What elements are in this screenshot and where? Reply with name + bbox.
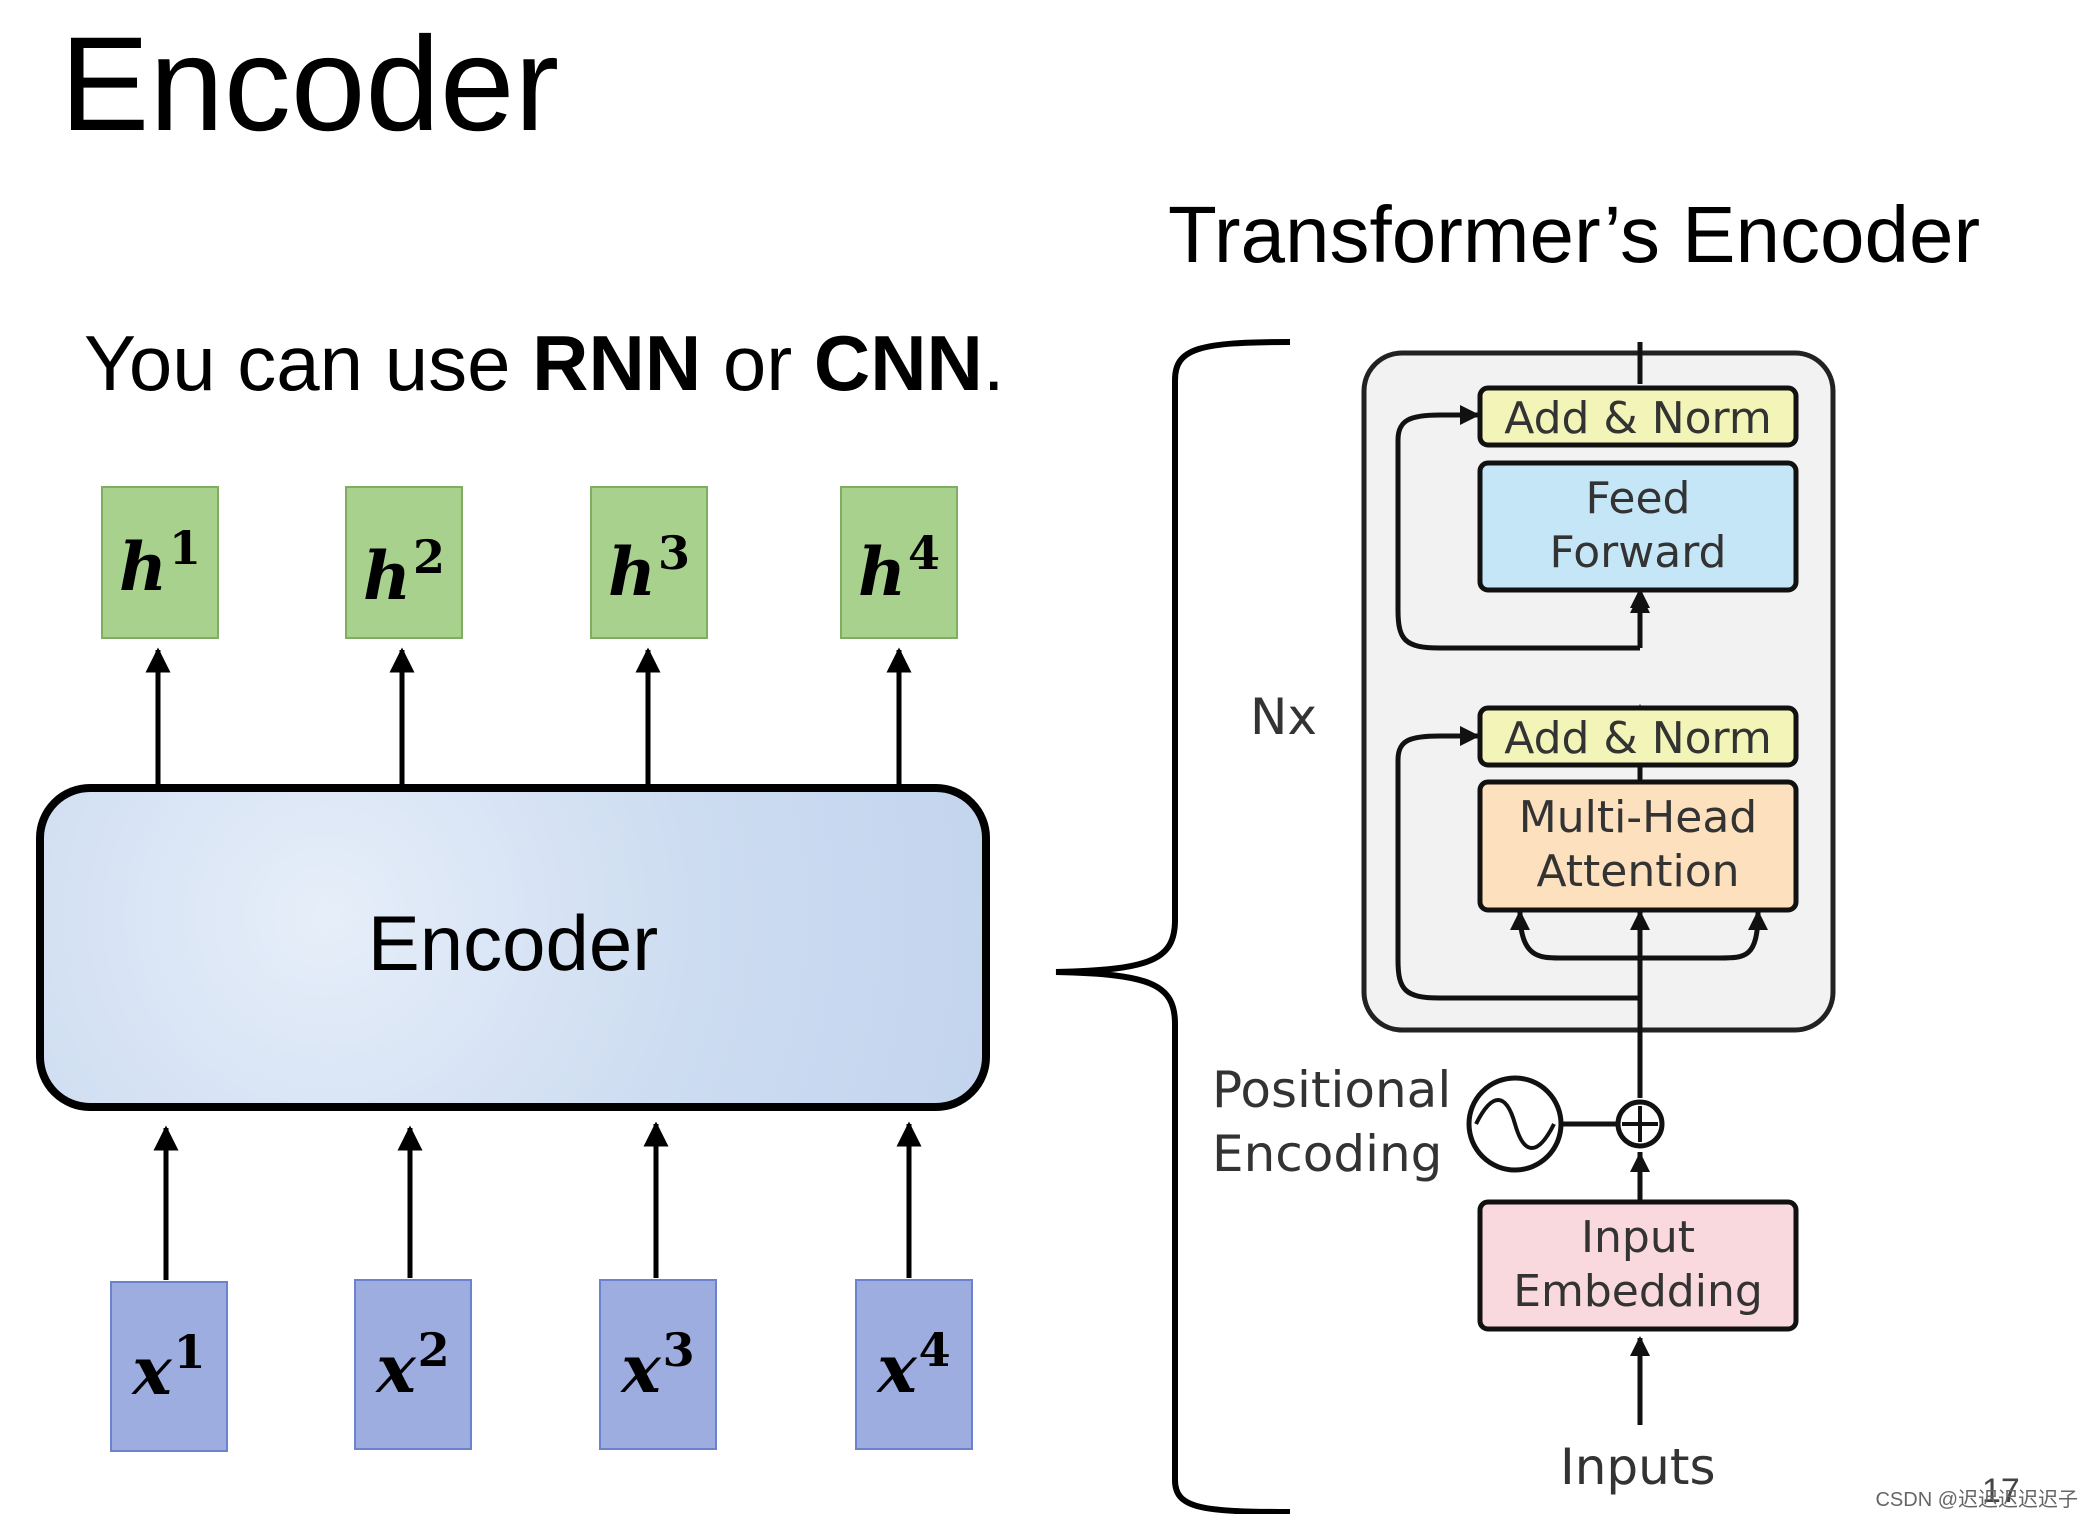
input-x4: x4	[877, 1323, 951, 1408]
encoder-block: Encoder	[36, 784, 990, 1111]
subtitle-mid: or	[701, 319, 814, 407]
curly-brace	[1055, 339, 1291, 1514]
encoder-label: Encoder	[367, 899, 659, 987]
output-h3-box: h3	[590, 486, 708, 639]
input-x4-box: x4	[855, 1279, 973, 1450]
subtitle-rnn: RNN	[532, 319, 702, 407]
input-x3-box: x3	[599, 1279, 717, 1450]
residual-top	[1395, 405, 1640, 651]
sine-wave-icon	[1474, 1098, 1556, 1150]
feed-forward-box	[1477, 460, 1799, 593]
feed-forward-label: Feed Forward	[1549, 473, 1727, 578]
output-h3: h3	[607, 526, 690, 611]
output-h1-box: h1	[101, 486, 219, 639]
subtitle-post: .	[982, 319, 1005, 407]
output-h4: h4	[857, 526, 940, 611]
input-embedding-label: Input Embedding	[1513, 1212, 1763, 1317]
attention-input-fork	[1517, 911, 1761, 961]
input-x3: x3	[621, 1323, 695, 1408]
output-h2: h2	[362, 530, 445, 615]
residual-bottom	[1395, 726, 1640, 1001]
input-arrows	[153, 1121, 922, 1280]
add-norm-bottom-label: Add & Norm	[1504, 713, 1772, 764]
positional-encoding-label: Positional Encoding	[1212, 1061, 1452, 1183]
input-x1-box: x1	[110, 1281, 228, 1452]
input-x2: x2	[376, 1323, 450, 1408]
output-arrows	[145, 647, 912, 784]
add-norm-top-label: Add & Norm	[1504, 393, 1772, 444]
inputs-label: Inputs	[1560, 1438, 1716, 1496]
slide-title: Encoder	[60, 10, 560, 159]
transformer-encoder-title: Transformer’s Encoder	[1168, 190, 1981, 279]
nx-layer-container	[1361, 350, 1836, 1033]
output-h4-box: h4	[840, 486, 958, 639]
output-h2-box: h2	[345, 486, 463, 639]
nx-label: Nx	[1250, 688, 1317, 746]
page-number: 17	[1982, 1472, 2020, 1510]
subtitle-cnn: CNN	[813, 319, 983, 407]
input-embedding-box	[1477, 1199, 1799, 1332]
attention-box	[1477, 779, 1799, 913]
attention-label: Multi-Head Attention	[1518, 792, 1758, 897]
input-x2-box: x2	[354, 1279, 472, 1450]
add-norm-top-box	[1477, 385, 1799, 448]
input-x1: x1	[132, 1325, 206, 1410]
watermark-footer: CSDN @迟迟迟迟迟子	[1875, 1489, 2078, 1511]
add-norm-bottom-box	[1477, 705, 1799, 768]
subtitle-pre: You can use	[84, 319, 533, 407]
output-h1: h1	[118, 521, 201, 606]
subtitle: You can use RNN or CNN.	[84, 318, 1005, 408]
